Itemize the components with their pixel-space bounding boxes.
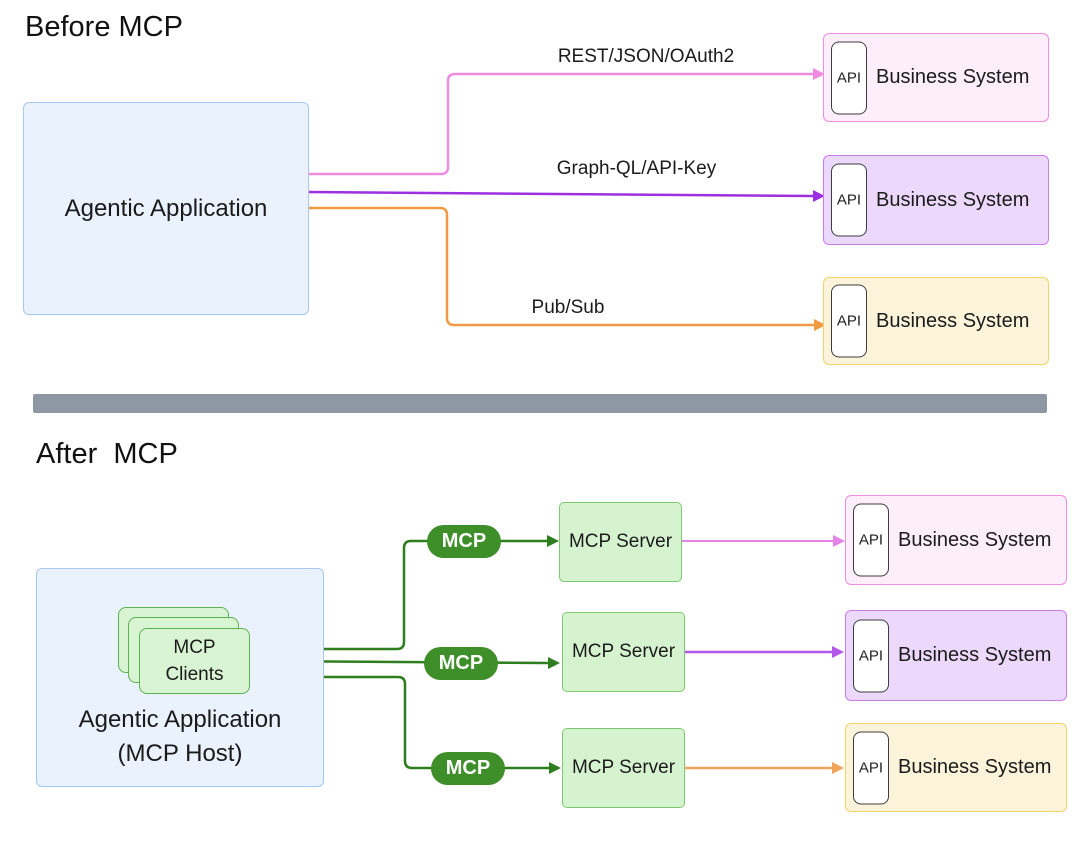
rest-connector-line [307,72,813,176]
mcp-host-label: Agentic Application (MCP Host) [37,703,323,771]
rest-connector-label: REST/JSON/OAuth2 [557,46,735,67]
business-system-label: Business System [876,66,1030,88]
pubsub-connector-label: Pub/Sub [531,297,605,318]
mcp-protocol-pill-2: MCP [424,647,498,680]
pubsub-arrowhead [814,319,826,331]
api-badge: API [853,619,889,692]
business-system-label: Business System [898,756,1052,778]
pubsub-connector-line [307,206,814,327]
business-system-label: Business System [898,528,1052,551]
business-system-label: Business System [876,188,1030,211]
mcp-protocol-pill-1: MCP [427,525,501,558]
api-badge: API [831,284,867,358]
mcp-arrowhead-3 [549,762,561,774]
business-system-box-graphql: API Business System [823,155,1049,245]
mcp-protocol-pill-3: MCP [431,752,505,785]
server-to-system-arrowhead-2 [832,646,844,658]
agentic-application-box: Agentic Application [23,102,309,315]
mcp-host-label-line2: (MCP Host) [117,740,243,767]
business-system-box-after-1: API Business System [845,495,1067,585]
server-to-system-arrowhead-1 [833,535,845,547]
mcp-clients-label: MCP Clients [140,629,249,693]
mcp-server-box-2: MCP Server [562,612,685,692]
server-to-system-arrowhead-3 [832,762,844,774]
mcp-server-box-1: MCP Server [559,502,682,582]
mcp-client-card-front: MCP Clients [139,628,250,694]
graphql-connector-line [306,190,814,198]
business-system-label: Business System [876,309,1030,332]
business-system-box-after-2: API Business System [845,610,1067,701]
api-badge: API [853,503,889,577]
mcp-server-box-3: MCP Server [562,728,685,808]
before-section-title: Before MCP [25,11,183,43]
api-badge: API [831,163,867,237]
after-section-title: After MCP [36,438,178,470]
mcp-clients-label-line2: Clients [165,664,224,685]
graphql-arrowhead [813,190,825,202]
graphql-connector-label: Graph-QL/API-Key [556,158,717,179]
mcp-arrowhead-1 [547,535,559,547]
mcp-clients-label-line1: MCP [173,637,216,658]
section-divider [33,394,1047,413]
business-system-box-pubsub: API Business System [823,277,1049,365]
agentic-application-label: Agentic Application [64,194,268,222]
rest-arrowhead [813,68,825,80]
mcp-host-label-line1: Agentic Application [78,706,282,733]
business-system-box-after-3: API Business System [845,723,1067,812]
business-system-box-rest: API Business System [823,33,1049,122]
mcp-arrowhead-2 [548,657,560,669]
api-badge: API [853,731,889,804]
mcp-connector-line-3 [248,675,549,770]
business-system-label: Business System [898,644,1052,666]
api-badge: API [831,41,867,114]
mcp-connector-line-1 [248,539,547,651]
